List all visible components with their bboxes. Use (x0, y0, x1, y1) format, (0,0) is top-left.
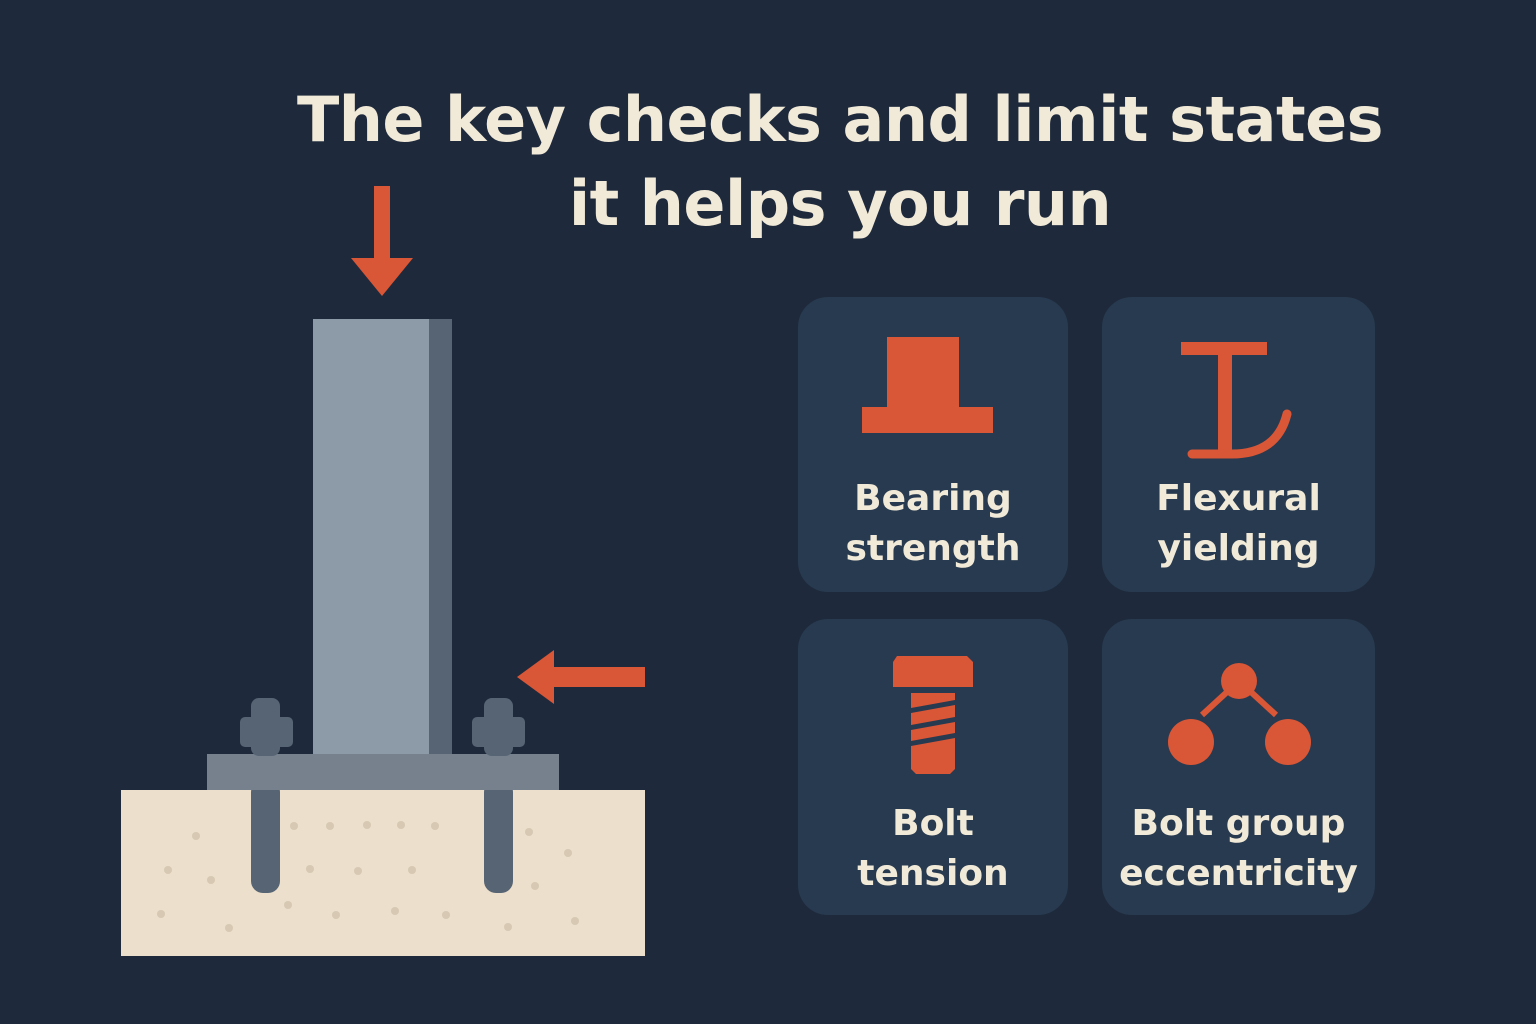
flexural-beam-icon (1181, 342, 1292, 459)
anchor-nut-right (472, 698, 525, 756)
title-line-1: The key checks and limit states (296, 83, 1384, 156)
card-flexural-yielding: Flexural yielding (1102, 297, 1375, 592)
bolt-group-icon (1168, 663, 1311, 765)
card-label-line-2: tension (857, 853, 1009, 894)
anchor-nut-left (240, 698, 293, 756)
card-bearing-strength: Bearing strength (798, 297, 1068, 592)
base-plate (207, 754, 559, 790)
card-label-line-1: Bolt (892, 803, 974, 844)
card-label-line-1: Bearing (854, 478, 1012, 519)
card-label-line-2: yielding (1157, 528, 1320, 569)
bolt-icon (893, 656, 973, 774)
card-label-line-2: eccentricity (1119, 853, 1358, 894)
page-title: The key checks and limit states it helps… (260, 78, 1420, 246)
title-line-2: it helps you run (568, 167, 1112, 240)
card-label-line-1: Flexural (1156, 478, 1321, 519)
bearing-plate-icon (862, 337, 993, 433)
concrete-footing (121, 790, 645, 956)
card-label-line-1: Bolt group (1131, 803, 1346, 844)
vertical-load-arrow-icon (351, 186, 413, 296)
card-bolt-group-eccentricity: Bolt group eccentricity (1102, 619, 1375, 915)
card-bolt-tension: Bolt tension (798, 619, 1068, 915)
anchor-rods (251, 780, 513, 893)
horizontal-load-arrow-icon (517, 650, 645, 704)
steel-column (313, 319, 452, 754)
card-label-line-2: strength (845, 528, 1021, 569)
